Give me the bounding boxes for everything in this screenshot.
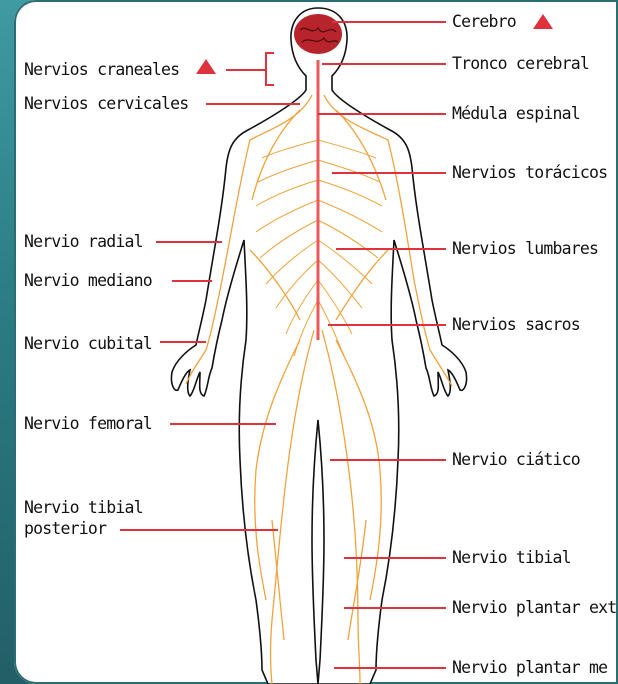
label-nervios-sacros: Nervios sacros	[452, 316, 580, 334]
label-cerebro: Cerebro	[452, 13, 516, 31]
label-nervio-femoral: Nervio femoral	[24, 415, 152, 433]
triangle-icon	[196, 59, 216, 74]
diagram-panel: Nervios craneales Nervios cervicales Ner…	[14, 0, 618, 684]
label-nervio-tibial-posterior-line1: Nervio tibial	[24, 499, 143, 517]
label-tronco-cerebral: Tronco cerebral	[452, 55, 589, 73]
label-nervio-tibial-posterior-line2: posterior	[24, 520, 106, 538]
label-nervio-plantar-ext: Nervio plantar ext	[452, 599, 616, 617]
label-nervios-lumbares: Nervios lumbares	[452, 240, 598, 258]
label-nervios-craneales: Nervios craneales	[24, 61, 179, 79]
label-medula-espinal: Médula espinal	[452, 105, 580, 123]
label-nervio-tibial: Nervio tibial	[452, 549, 571, 567]
label-nervios-cervicales: Nervios cervicales	[24, 95, 188, 113]
brain	[294, 14, 342, 54]
label-nervios-toracicos: Nervios torácicos	[452, 164, 607, 182]
label-nervio-ciatico: Nervio ciático	[452, 451, 580, 469]
triangle-icon	[533, 14, 553, 29]
label-nervio-mediano: Nervio mediano	[24, 272, 152, 290]
label-nervio-radial: Nervio radial	[24, 233, 143, 251]
label-nervio-cubital: Nervio cubital	[24, 335, 152, 353]
label-nervio-plantar-me: Nervio plantar me	[452, 659, 607, 677]
